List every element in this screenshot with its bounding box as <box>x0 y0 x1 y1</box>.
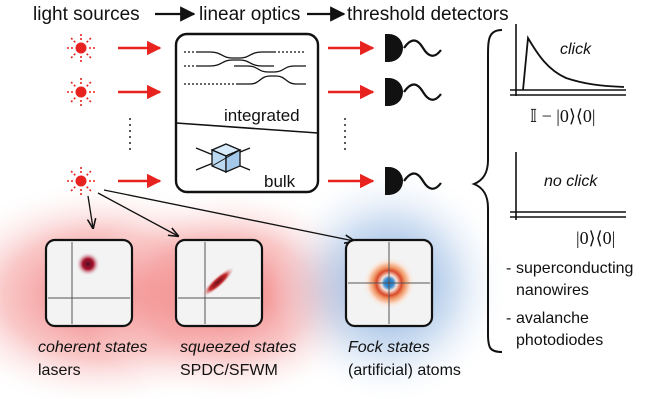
state-arrows <box>88 189 354 241</box>
bulk-label: bulk <box>264 172 296 191</box>
detector-technologies: - superconducting nanowires - avalanche … <box>506 260 633 349</box>
beamsplitter-cube-icon <box>195 143 251 173</box>
semicircle-detector-icon <box>385 167 442 195</box>
header-linear-optics: linear optics <box>199 4 300 25</box>
state-panel-coherent <box>44 238 134 328</box>
detectors <box>385 34 442 195</box>
state-panel-squeezed <box>174 238 264 328</box>
semicircle-detector-icon <box>385 34 442 62</box>
fock-source: (artificial) atoms <box>348 362 461 379</box>
tech-bullet: - <box>506 260 511 277</box>
squeezed-distribution <box>201 266 235 298</box>
linear-optics-box: integrated bulk <box>174 32 320 194</box>
click-label: click <box>560 41 592 58</box>
tech-line: photodiodes <box>516 332 603 349</box>
integrated-waveguide-icon <box>184 51 306 85</box>
integrated-label: integrated <box>224 106 300 125</box>
no-click-label: no click <box>544 173 598 190</box>
coherent-distribution <box>76 252 100 276</box>
coherent-caption: coherent states <box>38 339 147 356</box>
fock-caption: Fock states <box>348 339 430 356</box>
no-click-operator: |0⟩⟨0| <box>576 228 615 248</box>
header-threshold-detectors: threshold detectors <box>347 4 509 25</box>
light-sources <box>65 32 131 197</box>
sunburst-light-icon <box>65 165 97 197</box>
input-arrows <box>118 40 162 189</box>
state-panel-fock <box>344 238 434 328</box>
state-captions: coherent states lasers squeezed states S… <box>38 339 461 379</box>
squeezed-source: SPDC/SFWM <box>180 362 278 379</box>
curly-brace <box>471 29 503 353</box>
tech-line: nanowires <box>516 282 589 299</box>
header: light sources linear optics threshold de… <box>33 4 509 25</box>
tech-line: superconducting <box>516 260 633 277</box>
tech-line: avalanche <box>516 310 589 327</box>
sunburst-light-icon <box>65 32 97 64</box>
output-arrows <box>328 40 375 189</box>
optics-divider <box>175 122 319 134</box>
click-operator: 𝕀 − |0⟩⟨0| <box>530 106 595 126</box>
header-light-sources: light sources <box>33 4 140 25</box>
click-plot: click 𝕀 − |0⟩⟨0| <box>510 24 626 126</box>
squeezed-caption: squeezed states <box>180 339 297 356</box>
tech-bullet: - <box>506 310 511 327</box>
no-click-plot: no click |0⟩⟨0| <box>510 152 626 248</box>
sunburst-light-icon <box>65 76 97 108</box>
semicircle-detector-icon <box>385 78 442 106</box>
coherent-source: lasers <box>38 362 81 379</box>
